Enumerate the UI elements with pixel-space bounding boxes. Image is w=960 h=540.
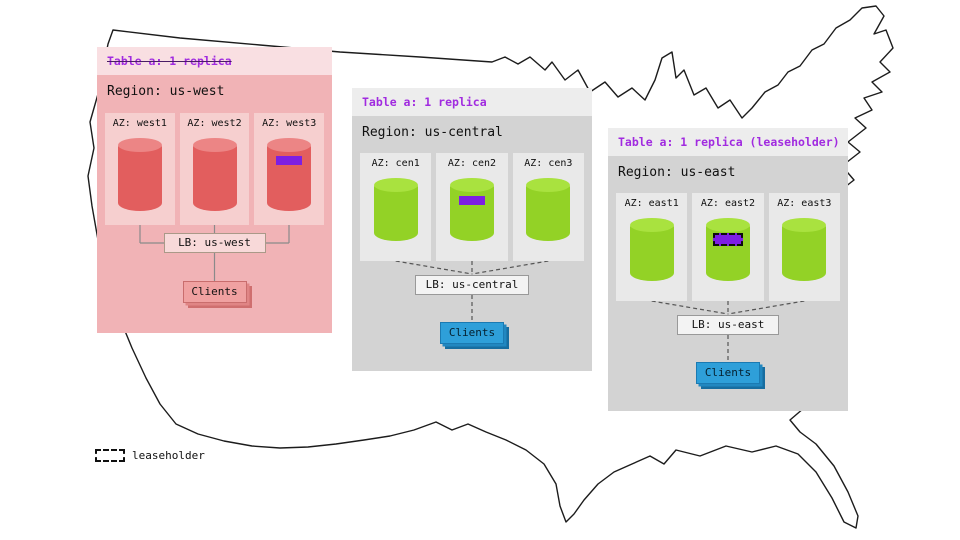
az-label: AZ: east3 (777, 198, 832, 209)
az-label: AZ: east2 (700, 198, 756, 209)
table-label-bar: Table a: 1 replica (97, 47, 332, 75)
az-row: AZ: cen1 AZ: cen2 AZ: cen3 (360, 153, 584, 261)
load-balancer-box: LB: us-central (415, 275, 529, 295)
region-body: Region: us-east AZ: east1 AZ: east2 AZ: … (608, 156, 848, 411)
az-box-west2: AZ: west2 (179, 113, 250, 225)
region-title: Region: us-east (618, 165, 736, 180)
az-box-cen1: AZ: cen1 (360, 153, 432, 261)
az-label: AZ: west1 (112, 118, 167, 129)
database-cylinder-icon (782, 218, 827, 281)
database-cylinder-icon (192, 138, 237, 211)
az-label: AZ: east1 (624, 198, 679, 209)
region-panel-us-central: Table a: 1 replica Region: us-central AZ… (352, 88, 592, 371)
az-row: AZ: east1 AZ: east2 AZ: east3 (616, 193, 840, 301)
clients-box: Clients (182, 281, 247, 303)
az-label: AZ: west2 (187, 118, 242, 129)
database-cylinder-icon (267, 138, 312, 211)
az-box-east1: AZ: east1 (616, 193, 688, 301)
load-balancer-box: LB: us-west (163, 233, 266, 253)
az-box-west3: AZ: west3 (254, 113, 325, 225)
region-title: Region: us-central (362, 125, 503, 140)
az-row: AZ: west1 AZ: west2 AZ: west3 (105, 113, 325, 225)
table-replica-label: Table a: 1 replica (leaseholder) (618, 135, 840, 149)
region-panel-us-west: Table a: 1 replica Region: us-west AZ: w… (97, 47, 332, 333)
table-replica-label: Table a: 1 replica (107, 54, 232, 68)
database-cylinder-icon (629, 218, 674, 281)
clients-box: Clients (696, 362, 760, 384)
table-replica-label: Table a: 1 replica (362, 95, 487, 109)
az-box-cen2: AZ: cen2 (436, 153, 508, 261)
table-label-bar: Table a: 1 replica (leaseholder) (608, 128, 848, 156)
region-body: Region: us-west AZ: west1 AZ: west2 AZ: … (97, 75, 332, 333)
connector-lines (651, 300, 805, 362)
legend: leaseholder (95, 449, 205, 462)
region-title: Region: us-west (107, 84, 225, 99)
database-cylinder-icon (526, 178, 571, 241)
table-label-bar: Table a: 1 replica (352, 88, 592, 116)
legend-label: leaseholder (132, 449, 205, 462)
load-balancer-box: LB: us-east (677, 315, 779, 335)
leaseholder-swatch-icon (95, 449, 125, 462)
az-label: AZ: west3 (262, 118, 317, 129)
az-box-east2: AZ: east2 (692, 193, 764, 301)
database-cylinder-icon (449, 178, 494, 241)
az-label: AZ: cen1 (371, 158, 420, 169)
leaseholder-range-marker (712, 233, 743, 246)
database-cylinder-icon (373, 178, 418, 241)
region-body: Region: us-central AZ: cen1 AZ: cen2 AZ:… (352, 116, 592, 371)
region-panel-us-east: Table a: 1 replica (leaseholder) Region:… (608, 128, 848, 411)
database-cylinder-icon (117, 138, 162, 211)
az-box-cen3: AZ: cen3 (512, 153, 584, 261)
database-cylinder-icon (705, 218, 750, 281)
connector-lines (395, 260, 549, 322)
az-box-east3: AZ: east3 (768, 193, 840, 301)
replica-range-marker (458, 196, 485, 205)
az-label: AZ: cen2 (447, 158, 497, 169)
az-label: AZ: cen3 (524, 158, 573, 169)
replica-range-marker (276, 156, 303, 165)
clients-box: Clients (440, 322, 504, 344)
az-box-west1: AZ: west1 (105, 113, 175, 225)
